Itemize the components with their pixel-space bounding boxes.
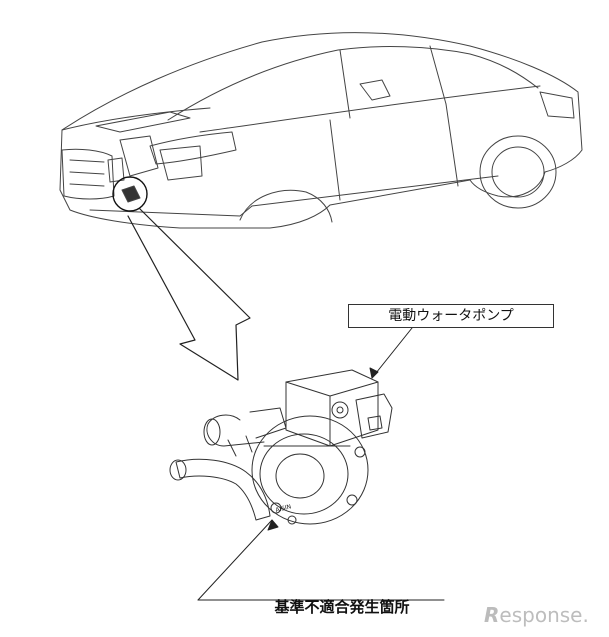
pump-leader-line <box>371 327 413 379</box>
pump-marking: AISIN <box>275 503 292 514</box>
watermark-text: esponse. <box>499 603 589 627</box>
pump-label: 電動ウォータポンプ <box>348 304 554 328</box>
watermark-logo-mark: R <box>484 603 500 627</box>
water-pump-illustration <box>169 369 393 525</box>
defect-leader-line <box>197 519 273 601</box>
car-illustration <box>59 32 583 229</box>
pointer-arrow <box>127 208 251 381</box>
defect-location-label: 基準不適合発生箇所 <box>274 598 410 616</box>
response-watermark: Response. <box>484 603 589 627</box>
